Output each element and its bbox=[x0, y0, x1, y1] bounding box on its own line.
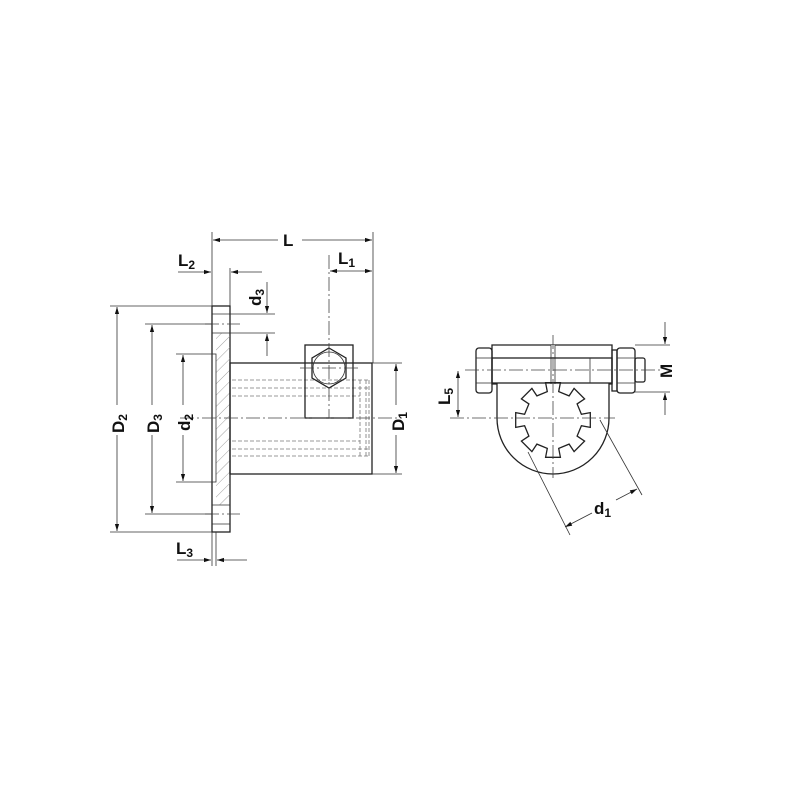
label-d3: d3 bbox=[246, 289, 267, 306]
label-L2: L2 bbox=[178, 251, 195, 272]
front-view: M L5 d1 bbox=[435, 322, 676, 536]
label-L1: L1 bbox=[338, 249, 355, 270]
clamp-body bbox=[491, 344, 613, 475]
label-L5: L5 bbox=[435, 388, 456, 405]
hub-body bbox=[229, 362, 373, 475]
dimensions-side: L L1 L2 d3 D2 D3 d bbox=[109, 231, 410, 566]
label-D3: D3 bbox=[144, 414, 165, 433]
dimensions-front: M L5 d1 bbox=[435, 322, 676, 536]
flange-section-hatch bbox=[216, 333, 230, 505]
side-view: L L1 L2 d3 D2 D3 d bbox=[109, 231, 410, 566]
nut bbox=[616, 347, 636, 394]
label-D1: D1 bbox=[389, 412, 410, 431]
spline-bore bbox=[515, 382, 591, 458]
label-d2: d2 bbox=[175, 414, 196, 431]
bolt-head bbox=[475, 347, 493, 394]
label-L: L bbox=[283, 231, 293, 250]
label-L3: L3 bbox=[176, 539, 193, 560]
label-M: M bbox=[657, 364, 676, 378]
label-D2: D2 bbox=[109, 414, 130, 433]
label-d1: d1 bbox=[594, 499, 611, 520]
